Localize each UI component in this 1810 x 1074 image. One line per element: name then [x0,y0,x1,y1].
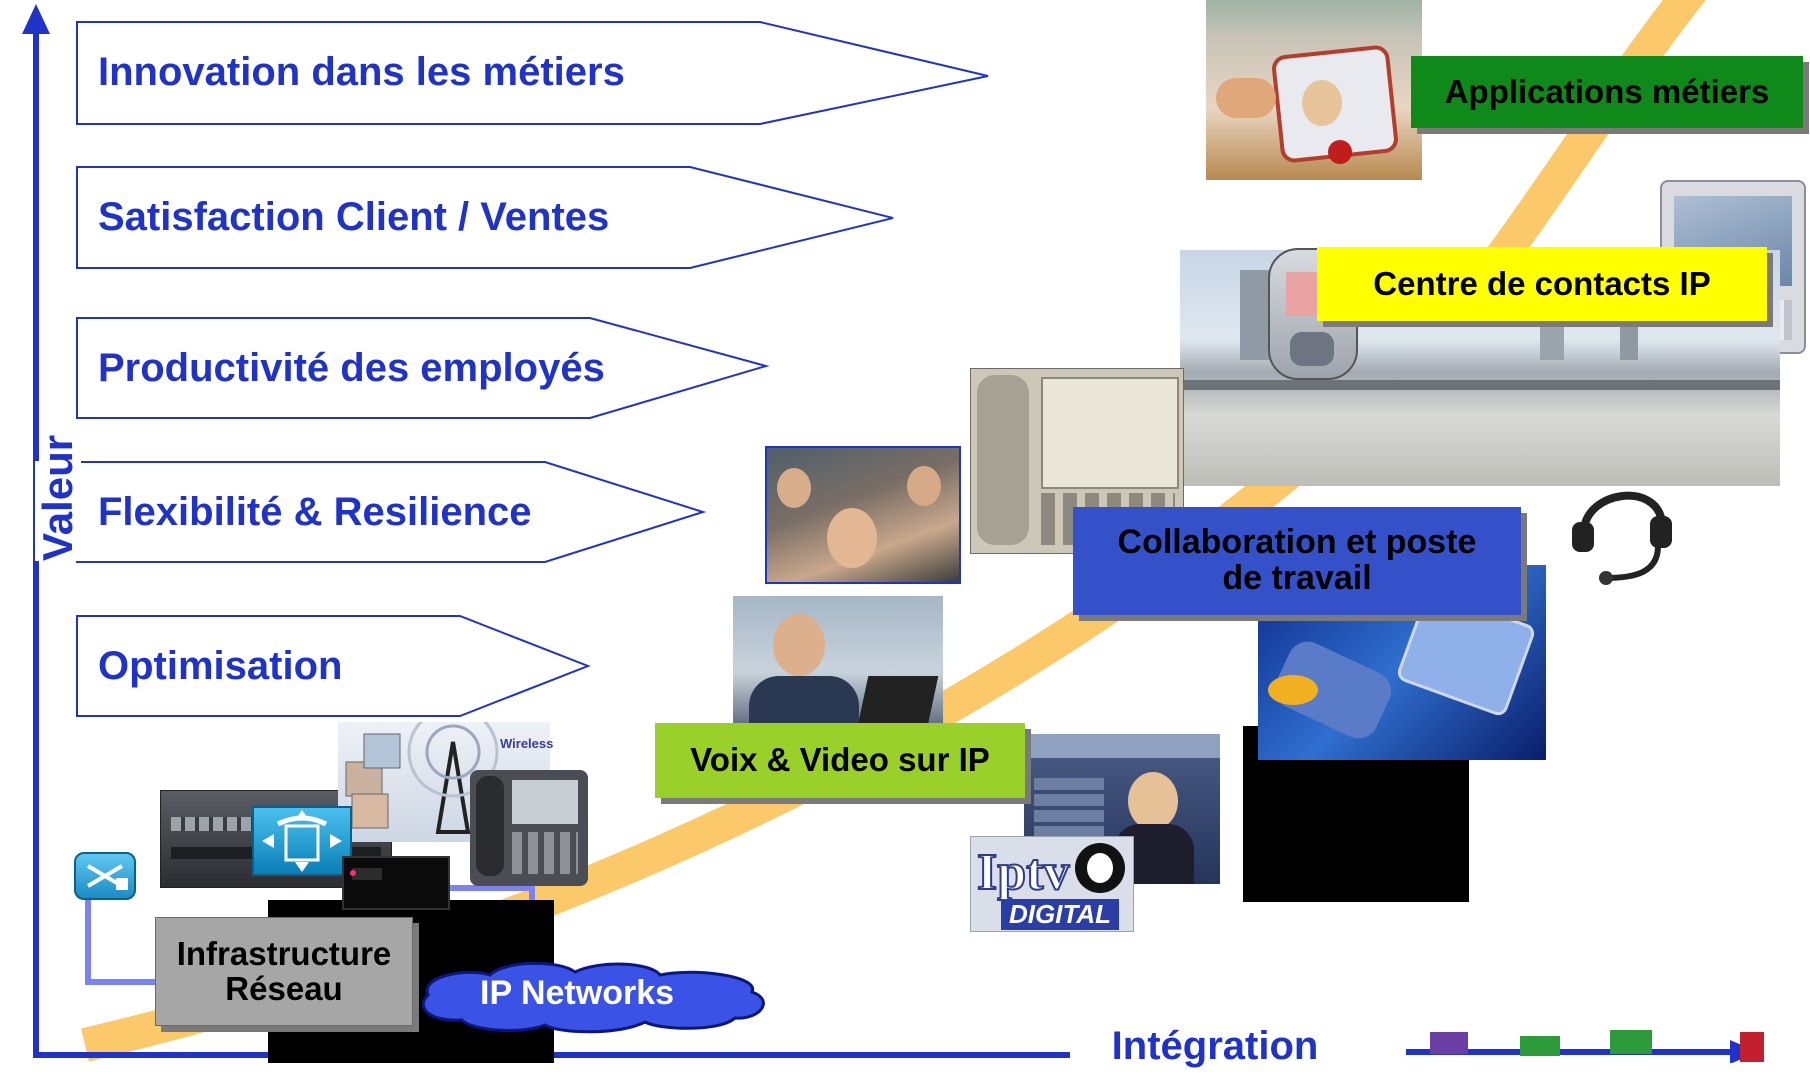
collaboration-line2: de travail [1222,559,1372,597]
crowd-photo [765,446,961,584]
infrastructure-line2: Réseau [225,969,343,1007]
value-arrow-5-shape [76,615,591,717]
value-arrow-satisfaction: Satisfaction Client / Ventes [98,195,610,239]
x-axis-label: Intégration [1080,1018,1350,1068]
access-router-icon [342,856,450,910]
value-arrow-2-shape [76,166,894,269]
collaboration-line1: Collaboration et poste [1117,523,1477,562]
y-axis-label: Valeur [34,434,81,561]
iptv-logo-text: Iptv [976,843,1070,902]
iptv-logo: Iptv DIGITAL [970,836,1134,932]
pbs-icon [1075,843,1125,893]
iptv-digital-text: DIGITAL [1001,899,1120,930]
kiosk-photo [1206,0,1422,180]
y-axis-arrowhead [22,4,50,34]
value-arrow-productivity: Productivité des employés [98,346,605,390]
ip-networks-cloud [421,961,765,1034]
value-arrow-innovation: Innovation dans les métiers [98,50,625,94]
collaboration-box: Collaboration et poste de travail [1073,507,1521,615]
unified-communications-icon [252,806,352,876]
router-icon [74,852,136,900]
value-arrow-optimisation: Optimisation [98,644,343,688]
ip-networks-label: IP Networks [480,974,675,1012]
timeline-icons [1400,1020,1810,1064]
value-arrow-1-shape [76,21,989,125]
headset-icon [1566,482,1680,590]
applications-metiers-box: Applications métiers [1411,56,1803,128]
infrastructure-reseau-box: Infrastructure Réseau [155,917,413,1026]
desk-phone-photo [970,368,1184,554]
voix-video-box: Voix & Video sur IP [655,723,1025,798]
ip-phone-photo [470,770,588,886]
value-arrow-flexibility: Flexibilité & Resilience [98,490,532,534]
wireless-label: Wireless [500,736,554,751]
infrastructure-line1: Infrastructure [176,934,392,972]
centre-contacts-box: Centre de contacts IP [1317,247,1767,321]
value-arrow-3-shape [76,317,770,419]
